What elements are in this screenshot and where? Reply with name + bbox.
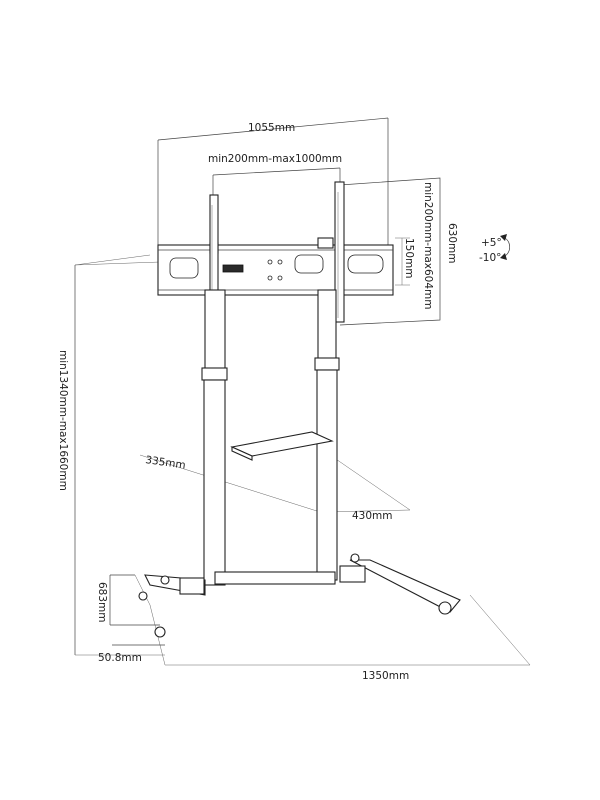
overall-width-bracket <box>157 117 389 262</box>
base-width-label: 1350mm <box>362 670 409 682</box>
column-left <box>201 289 228 586</box>
vesa-horizontal-label: min200mm-max1000mm <box>208 153 342 165</box>
plate-height-bracket <box>339 177 441 326</box>
column-right <box>314 289 340 581</box>
tilt-down-label: -10° <box>479 252 501 264</box>
mounting-plate <box>157 237 394 296</box>
overall-width-label: 1055mm <box>248 122 295 134</box>
tube-diameter-label: 50.8mm <box>98 652 142 664</box>
vesa-arm-right <box>334 181 345 323</box>
total-height-bracket <box>74 254 165 656</box>
shelf-plane <box>139 454 411 513</box>
shelf-width-label: 430mm <box>352 510 393 522</box>
total-height-label: min1340mm-max1660mm <box>57 350 69 491</box>
tilt-up-label: +5° <box>481 237 502 249</box>
plate-height-label: 630mm <box>446 223 458 264</box>
bracket-height-label: 150mm <box>403 238 415 279</box>
base-depth-label: 683mm <box>96 582 108 623</box>
base-frame <box>138 553 461 638</box>
vesa-vertical-label: min200mm-max604mm <box>422 182 434 309</box>
base-depth-bracket <box>109 574 160 626</box>
tilt-arrow-icon <box>500 234 511 260</box>
shelf-depth-label: 335mm <box>145 454 187 472</box>
shelf <box>230 431 334 461</box>
